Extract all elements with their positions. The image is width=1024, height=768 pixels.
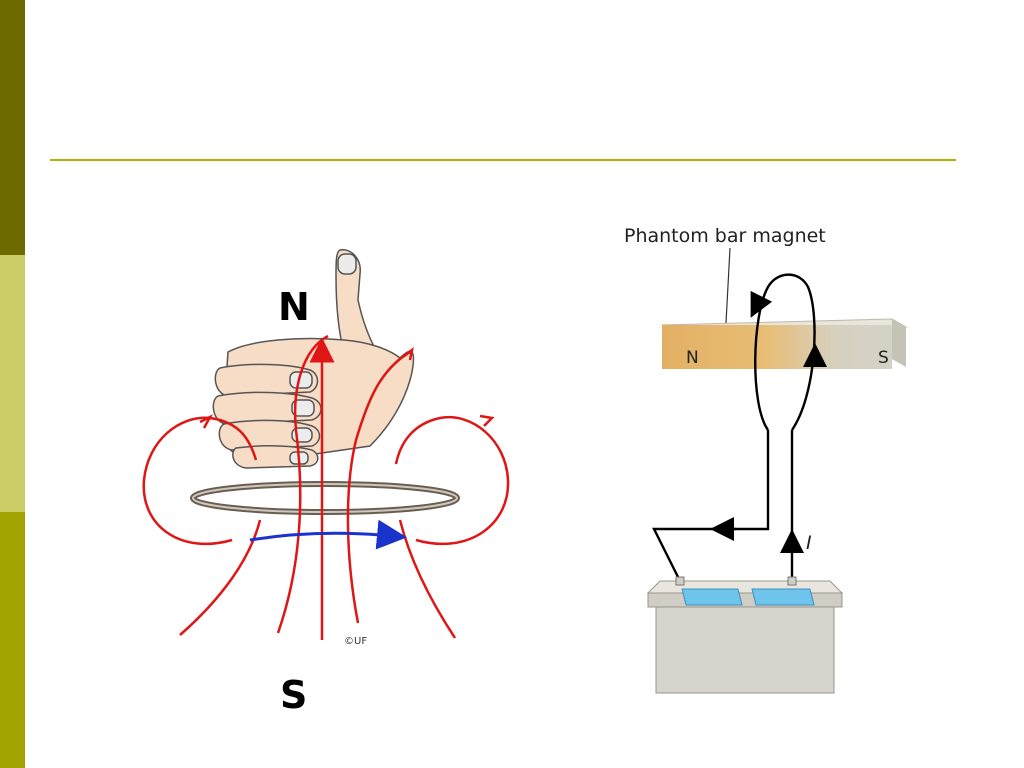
magnet-n-label: N xyxy=(686,348,699,368)
battery xyxy=(646,576,844,694)
circuit-wires xyxy=(652,430,804,582)
sidebar-segment-light xyxy=(0,255,25,512)
magnetic-field-lines xyxy=(142,334,510,640)
magnet-s-label: S xyxy=(878,348,889,368)
current-label: I xyxy=(806,532,812,554)
field-loop-left xyxy=(142,416,258,546)
slide-sidebar xyxy=(0,0,25,768)
sidebar-segment-mid xyxy=(0,512,25,768)
field-line-right-inner xyxy=(346,350,411,624)
caption-leader-line xyxy=(725,247,731,324)
battery-terminal-right xyxy=(751,588,815,606)
battery-terminal-left xyxy=(681,588,743,606)
field-line-left-outer xyxy=(179,519,262,636)
current-loop-ring xyxy=(190,481,460,515)
phantom-magnet-caption: Phantom bar magnet xyxy=(624,225,826,247)
sidebar-segment-dark xyxy=(0,0,25,255)
title-divider xyxy=(50,159,956,161)
field-line-right-outer xyxy=(398,519,457,639)
north-pole-label: N xyxy=(278,285,310,329)
right-hand-rule-figure: ©UF xyxy=(142,249,510,647)
current-direction-arrow xyxy=(249,519,407,550)
bar-magnet: N S xyxy=(660,318,908,369)
hand-illustration xyxy=(212,249,415,469)
wire-loop xyxy=(750,273,827,431)
field-line-left-inner xyxy=(276,334,329,634)
figure-credit: ©UF xyxy=(344,636,367,647)
phantom-magnet-circuit-figure: Phantom bar magnet N S I xyxy=(624,225,908,694)
south-pole-label: S xyxy=(280,673,308,717)
field-loop-right xyxy=(394,415,510,546)
